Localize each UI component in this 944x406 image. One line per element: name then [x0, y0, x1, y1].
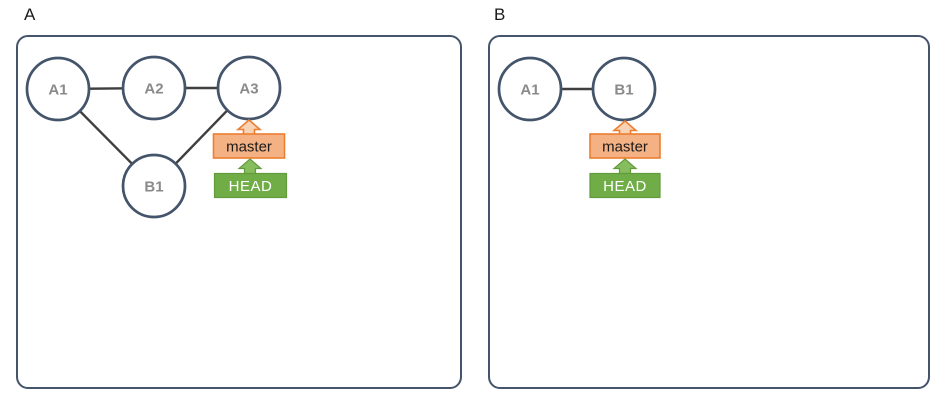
commit-label-a3: A3: [239, 80, 258, 97]
panel-a-title: A: [24, 5, 36, 24]
head-label-box: [589, 172, 661, 199]
head-arrow-up-icon: [237, 158, 263, 175]
branch-label: master: [602, 138, 648, 155]
commit-node-a1: [25, 56, 91, 122]
branch-label-box: [212, 133, 286, 159]
panel-a: A1 A2 A3 B1 master HEAD: [16, 35, 462, 389]
branch-label: master: [226, 138, 272, 155]
head-arrow-up-icon: [612, 158, 638, 175]
commit-node-b1: [121, 153, 187, 219]
commit-label-a1: A1: [48, 81, 67, 98]
panel-a-graph: A1 A2 A3 B1 master HEAD: [25, 55, 288, 219]
branch-label-box: [589, 133, 661, 159]
head-label: HEAD: [603, 178, 647, 195]
commit-label-b1: B1: [144, 178, 163, 195]
commit-node-b1: [591, 56, 657, 122]
head-label-box: [213, 172, 288, 199]
commit-label-a1: A1: [520, 81, 539, 98]
head-label: HEAD: [229, 178, 273, 195]
branch-arrow-up-icon: [611, 119, 639, 136]
branch-arrow-up-icon: [235, 118, 263, 136]
commit-node-a2: [121, 55, 187, 121]
commit-node-a1: [497, 56, 563, 122]
panel-b-title: B: [494, 5, 506, 24]
panel-b-graph: A1 B1 master HEAD: [497, 56, 661, 199]
commit-label-b1: B1: [614, 81, 633, 98]
panel-b: A1 B1 master HEAD: [488, 35, 930, 389]
commit-label-a2: A2: [144, 80, 163, 97]
